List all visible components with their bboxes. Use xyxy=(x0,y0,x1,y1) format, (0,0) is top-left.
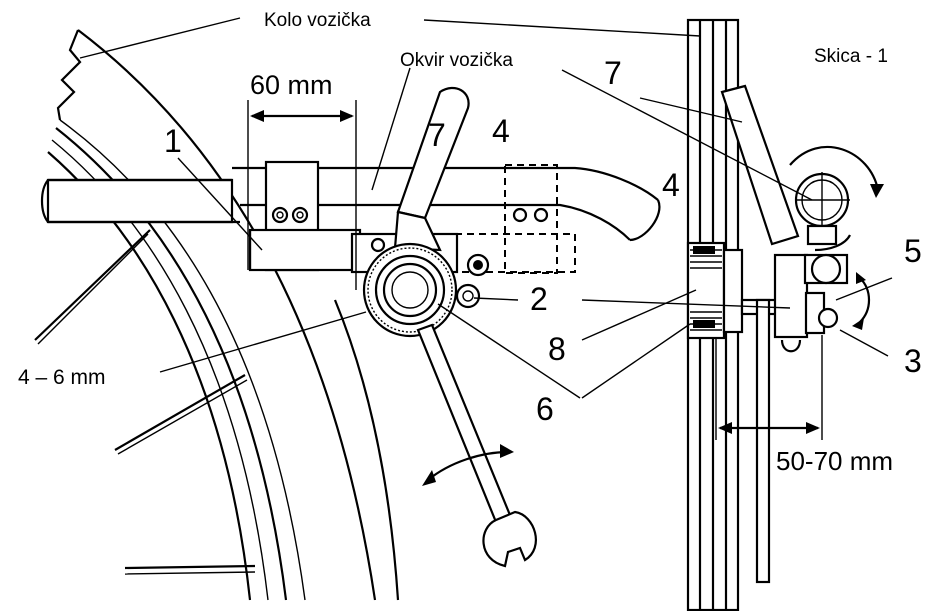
dimension-50-70-label: 50-70 mm xyxy=(776,446,893,476)
dimension-60-label: 60 mm xyxy=(250,70,333,100)
leader-lines xyxy=(79,17,893,399)
bracket-side xyxy=(740,253,849,584)
clamp-1 xyxy=(248,160,362,272)
callout-2: 2 xyxy=(530,281,548,317)
wrench xyxy=(416,323,537,568)
callout-1: 1 xyxy=(164,123,182,159)
callout-4-left: 4 xyxy=(492,113,510,149)
lever-7-left xyxy=(393,86,470,252)
frame-cross-section xyxy=(789,145,884,252)
callout-8: 8 xyxy=(548,331,566,367)
dimension-50-70mm xyxy=(715,335,823,440)
callout-3: 3 xyxy=(904,343,922,379)
wheelchair-frame xyxy=(40,166,661,242)
dimension-4-6-label: 4 – 6 mm xyxy=(18,366,106,389)
callout-7-left: 7 xyxy=(428,117,446,153)
callout-7-right: 7 xyxy=(604,55,622,91)
pin-4-left xyxy=(466,253,490,277)
wheel-label: Kolo vozička xyxy=(264,10,371,31)
rotation-arrow-small xyxy=(852,272,871,330)
friction-roller xyxy=(362,242,481,338)
callout-4-right: 4 xyxy=(662,167,680,203)
roller-side-8 xyxy=(686,241,744,340)
lever-7-right xyxy=(720,84,800,246)
sketch-label: Skica - 1 xyxy=(814,46,888,67)
callout-6: 6 xyxy=(536,391,554,427)
callout-5: 5 xyxy=(904,233,922,269)
wheel-spoke xyxy=(114,374,246,451)
hidden-clamp xyxy=(454,164,576,274)
wheel-spoke xyxy=(34,229,151,341)
wheel-spoke xyxy=(124,564,256,570)
dimension-60mm xyxy=(247,100,357,290)
frame-label: Okvir vozička xyxy=(400,50,513,71)
